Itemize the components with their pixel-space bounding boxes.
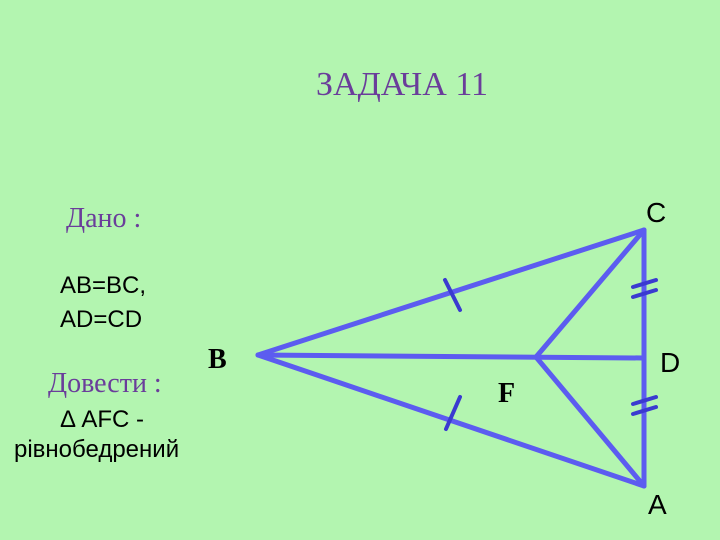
point-label-c: C: [646, 197, 666, 228]
tick-mark-bc: [443, 278, 462, 312]
given-heading: Дано :: [66, 203, 142, 234]
double-tick-cd-1: [631, 278, 658, 289]
prove-statement-line-2: рівнобедрений: [14, 436, 180, 463]
tick-mark-ba: [444, 395, 462, 431]
segment-fa: [533, 354, 647, 489]
given-condition-ab-bc: AB=BC,: [60, 272, 147, 299]
given-condition-ad-cd: AD=CD: [60, 306, 143, 333]
segment-fc: [533, 227, 647, 360]
segment-bd: [255, 352, 647, 361]
double-tick-cd-2: [631, 288, 658, 299]
point-label-f: F: [498, 378, 515, 409]
point-label-b: B: [208, 344, 227, 375]
prove-statement-line-1: Δ AFC -: [60, 406, 145, 433]
page-title: ЗАДАЧА 11: [316, 66, 489, 103]
point-label-a: A: [648, 489, 667, 520]
double-tick-da-1: [631, 395, 658, 406]
prove-heading: Довести :: [48, 368, 162, 399]
point-label-d: D: [660, 347, 680, 378]
double-tick-da-2: [631, 405, 658, 416]
